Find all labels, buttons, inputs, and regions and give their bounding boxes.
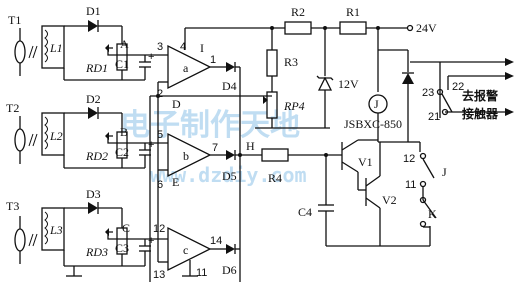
c2-label: C2 [115,145,129,159]
r1-label: R1 [346,5,360,19]
d4-label: D4 [222,79,237,93]
svg-text:7: 7 [212,142,218,154]
d5-diode [226,150,235,160]
watermark-url: www.dzdiy.com [150,163,307,187]
supply-label: 24V [416,21,437,35]
svg-text:6: 6 [157,179,163,191]
d3-diode [88,202,98,214]
r3-label: R3 [284,55,298,69]
d4-diode [226,62,235,72]
d2-diode [88,107,98,119]
r2-label: R2 [291,5,305,19]
svg-text:4: 4 [180,41,186,53]
svg-text:11: 11 [196,267,207,279]
node-h-label: H [246,139,255,153]
watermark-cn: 电子制作天地 [120,108,300,143]
r3-resistor [266,49,278,77]
svg-text:+: + [148,235,154,247]
t2-label: T2 [6,101,19,115]
svg-text:1: 1 [210,54,216,66]
rd2-label: RD2 [85,149,108,163]
d3-label: D3 [86,187,101,201]
opamp-b-label: b [183,149,189,163]
svg-text:5: 5 [157,129,163,141]
svg-text:2: 2 [157,88,163,100]
t3-label: T3 [6,199,19,213]
opamp-c-label: c [183,243,188,257]
channel-1: T1 L1 D1 RD1 A C1 + [8,4,154,81]
svg-text:14: 14 [210,235,222,247]
rd3-label: RD3 [85,245,108,259]
l2-coil [41,112,65,156]
rp4-label: RP4 [283,99,305,113]
l3-coil [41,207,65,251]
t3-sensor [14,228,26,252]
v2-label: V2 [382,193,397,207]
t1-label: T1 [8,13,21,27]
svg-text:3: 3 [157,41,163,53]
contact-j-label: J [442,165,447,179]
d1-label: D1 [86,4,101,18]
t1-sensor [14,40,26,64]
d5-label: D5 [222,169,237,183]
r1-resistor [339,21,367,35]
l1-coil [41,25,65,69]
switch-k-label: K [428,207,437,221]
node-e-label: E [172,175,179,189]
d1-diode [88,20,98,32]
channel-3: T3 L3 D3 RD3 C C3 + [6,187,154,277]
svg-text:13: 13 [153,269,165,281]
switch-k [422,199,437,219]
c1-label: C1 [115,57,129,71]
zener-label: 12V [338,77,359,91]
node-b-label: B [120,125,128,139]
svg-text:+: + [148,139,154,151]
contact-12: 12 [403,153,415,165]
output-label-line1: 去报警 [462,88,498,103]
opamp-b: b 5 6 7 [130,129,218,191]
contact-23: 23 [422,87,434,99]
flyback-diode [402,73,414,84]
node-d-label: D [172,97,181,111]
r4-resistor [261,148,289,162]
l2-label: L2 [49,129,63,143]
supply-terminal [406,24,414,32]
contact-11: 11 [405,179,416,191]
rd1-label: RD1 [85,61,108,75]
l3-label: L3 [49,223,63,237]
opamp-a: a 3 4 I 1 2 [130,28,216,100]
node-c-label: C [122,221,130,235]
c3-label: C3 [115,241,129,255]
v1-label: V1 [358,155,373,169]
t2-sensor [14,128,26,152]
svg-text:+: + [148,51,154,63]
r2-resistor [284,21,312,35]
relay-symbol: J [374,97,379,111]
ic-label: I [200,41,204,55]
contact-22: 22 [452,81,464,93]
svg-text:12: 12 [153,223,165,235]
d2-label: D2 [86,92,101,106]
zener-diode [317,76,333,91]
r4-label: R4 [268,171,282,185]
l1-label: L1 [49,41,63,55]
channel-2: T2 L2 D2 RD2 B C2 + [6,92,154,169]
contact-21: 21 [428,111,440,123]
opamp-c: c 12 13 14 11 [130,223,222,281]
opamp-a-label: a [183,61,189,75]
d6-label: D6 [222,263,237,277]
node-a-label: A [120,37,129,51]
relay-model: JSBXC-850 [344,117,402,131]
c4-label: C4 [298,205,312,219]
output-label-line2: 接触器 [462,106,499,121]
d6-diode [226,244,235,254]
